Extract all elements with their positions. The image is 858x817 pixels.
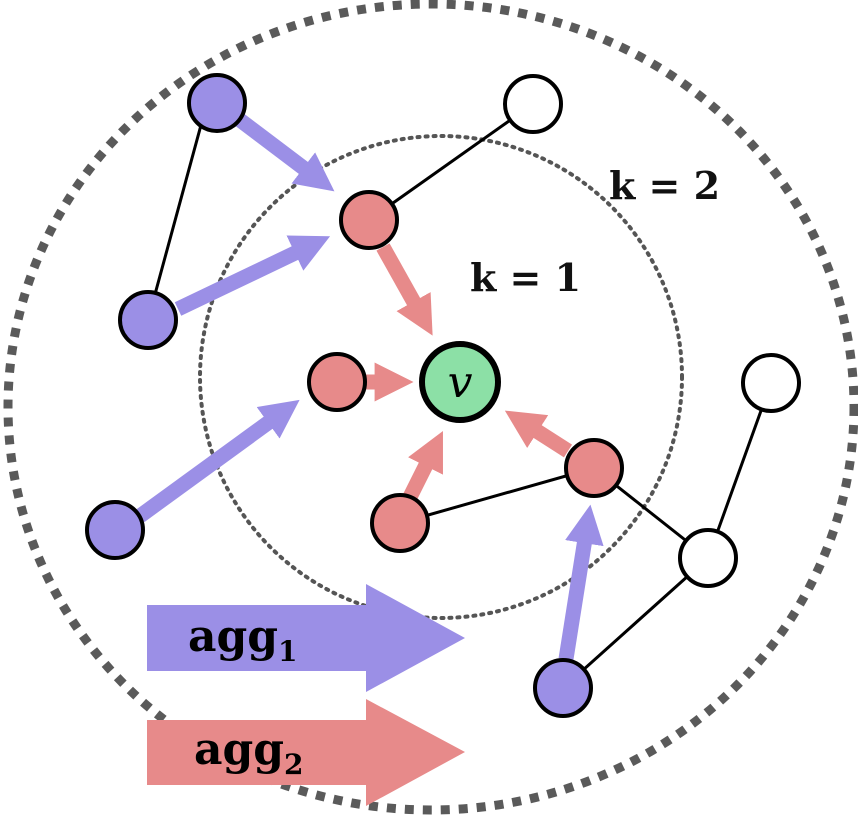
hop2-node bbox=[118, 290, 178, 350]
center-node-label: v bbox=[448, 357, 473, 408]
agg2-legend-label: agg2 bbox=[194, 724, 304, 781]
edge bbox=[561, 556, 710, 690]
k2-label: k = 2 bbox=[609, 163, 720, 208]
agg2-legend-arrow bbox=[147, 699, 465, 806]
agg1-arrow bbox=[174, 235, 331, 316]
hop2-node bbox=[533, 658, 593, 718]
other-node bbox=[741, 353, 801, 413]
agg1-arrow bbox=[135, 399, 300, 523]
edge bbox=[399, 466, 595, 525]
k1-label: k = 1 bbox=[470, 255, 581, 300]
hop2-node bbox=[187, 73, 247, 133]
edge bbox=[368, 102, 534, 222]
agg1-legend-label: agg1 bbox=[188, 611, 298, 668]
hop1-node bbox=[339, 190, 399, 250]
edge bbox=[706, 382, 773, 559]
other-node bbox=[678, 528, 738, 588]
center-node bbox=[419, 341, 501, 423]
agg1-legend-arrow bbox=[147, 584, 465, 692]
k2-neighborhood-ring bbox=[3, 0, 858, 815]
hop2-node bbox=[85, 500, 145, 560]
agg1-arrow bbox=[558, 504, 604, 661]
hop1-node bbox=[307, 352, 367, 412]
agg2-arrow bbox=[376, 243, 433, 336]
agg2-arrow bbox=[504, 410, 573, 458]
agg2-arrow bbox=[403, 431, 443, 501]
hop1-node bbox=[564, 438, 624, 498]
hop1-node bbox=[370, 493, 430, 553]
other-node bbox=[503, 74, 563, 134]
agg1-arrow bbox=[231, 111, 335, 192]
edge bbox=[146, 102, 209, 321]
k1-neighborhood-ring bbox=[198, 134, 684, 620]
